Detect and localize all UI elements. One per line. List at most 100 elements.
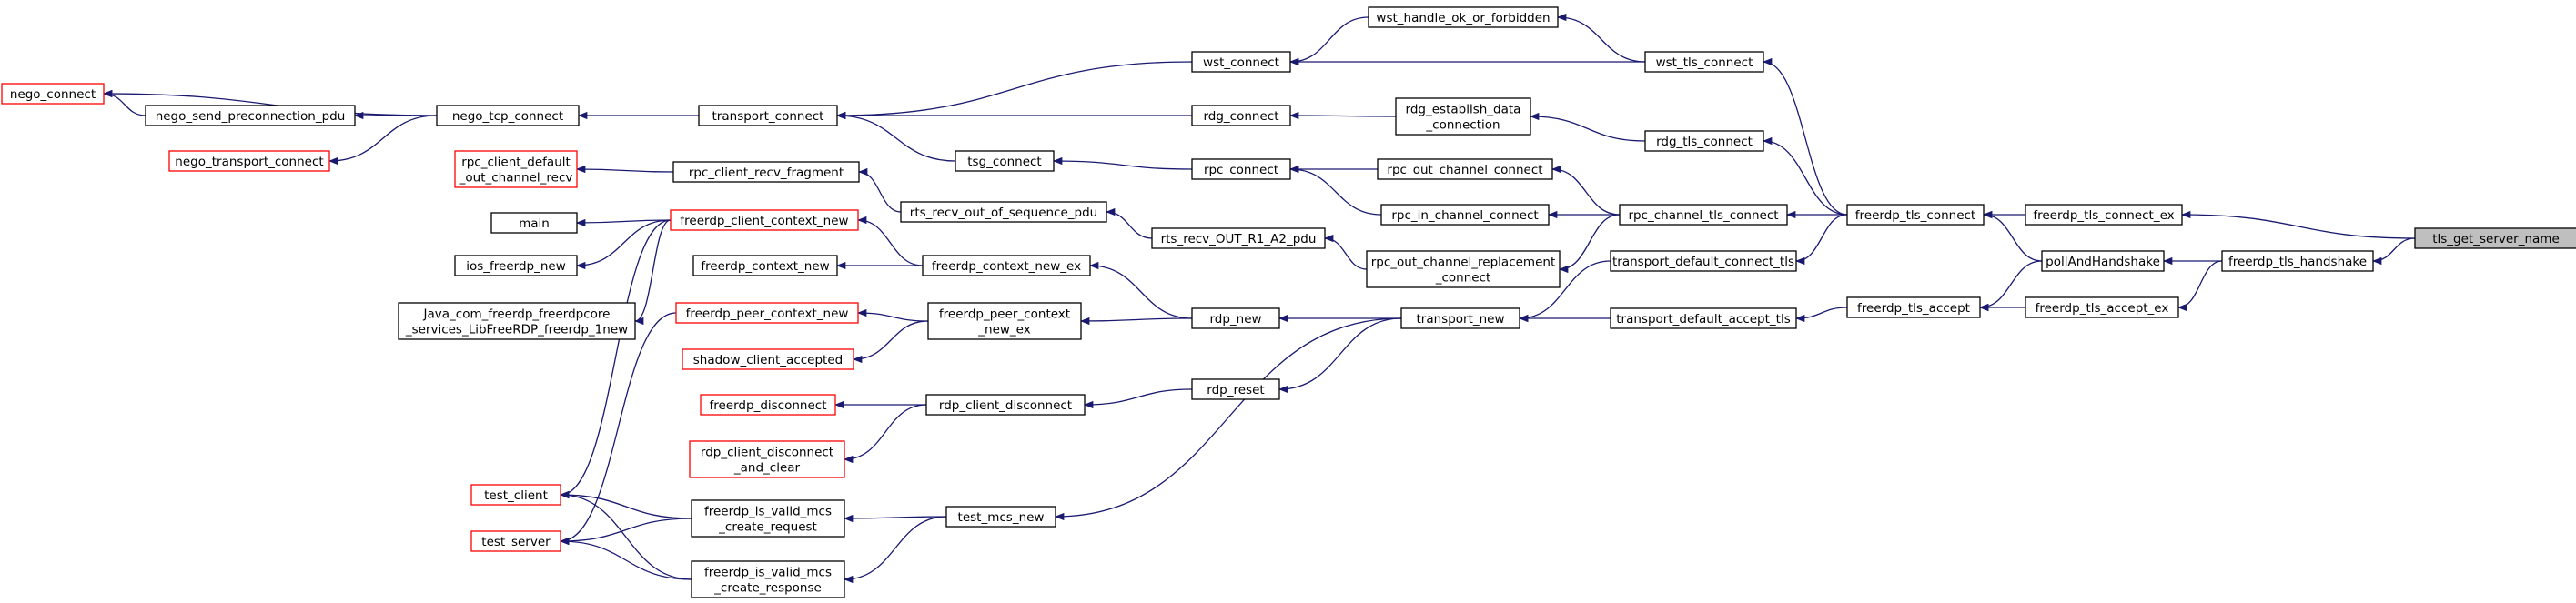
node-rdg-connect[interactable]: rdg_connect: [1191, 105, 1291, 126]
edge-test-mcs-new-to-transport-new: [1054, 317, 1402, 521]
node-freerdp-peer-context-new[interactable]: freerdp_peer_context_new: [675, 302, 859, 324]
node-transport-new[interactable]: transport_new: [1400, 307, 1520, 329]
node-wst-handle-ok-or-forbidden[interactable]: wst_handle_ok_or_forbidden: [1368, 6, 1559, 28]
node-test-mcs-new[interactable]: test_mcs_new: [945, 506, 1056, 528]
node-rpc-connect[interactable]: rpc_connect: [1191, 158, 1291, 180]
node-rpc-channel-tls-connect[interactable]: rpc_channel_tls_connect: [1619, 204, 1788, 226]
node-label: tsg_connect: [967, 155, 1041, 169]
edge-nego-connect-to-nego-send-preconnection-pdu: [102, 89, 146, 116]
node-box: [1191, 158, 1291, 180]
node-Java-freerdp-new[interactable]: Java_com_freerdp_freerdpcore_services_Li…: [398, 302, 636, 340]
node-freerdp-context-new[interactable]: freerdp_context_new: [692, 255, 838, 276]
node-nego-connect[interactable]: nego_connect: [1, 83, 105, 105]
node-label: rdp_new: [1209, 312, 1261, 327]
node-test-client[interactable]: test_client: [470, 484, 561, 506]
node-label: nego_tcp_connect: [452, 109, 563, 124]
node-nego-transport-connect[interactable]: nego_transport_connect: [168, 150, 330, 172]
edge-wst-tls-connect-to-freerdp-tls-connect: [1762, 57, 1848, 216]
node-rdg-establish-data-connection[interactable]: rdg_establish_data_connection: [1395, 97, 1531, 136]
node-freerdp-tls-accept[interactable]: freerdp_tls_accept: [1846, 296, 1981, 318]
node-label: ios_freerdp_new: [466, 259, 566, 274]
node-transport-connect[interactable]: transport_connect: [698, 105, 838, 126]
node-label: nego_transport_connect: [175, 155, 323, 169]
node-rdp-new[interactable]: rdp_new: [1191, 307, 1280, 329]
node-label: _create_response: [713, 581, 822, 596]
node-ios-freerdp-new[interactable]: ios_freerdp_new: [454, 255, 578, 276]
node-rdp-client-disconnect-and-clear[interactable]: rdp_client_disconnect_and_clear: [689, 440, 845, 478]
node-freerdp-is-valid-mcs-create-request[interactable]: freerdp_is_valid_mcs_create_request: [691, 499, 845, 538]
node-transport-default-connect-tls[interactable]: transport_default_connect_tls: [1610, 250, 1797, 272]
node-box: [2414, 227, 2576, 249]
node-freerdp-client-context-new[interactable]: freerdp_client_context_new: [670, 209, 859, 231]
node-pollAndHandshake[interactable]: pollAndHandshake: [2041, 250, 2165, 272]
node-label: freerdp_tls_accept: [1857, 301, 1970, 316]
node-wst-tls-connect[interactable]: wst_tls_connect: [1644, 51, 1764, 73]
node-label: rdp_reset: [1207, 383, 1264, 397]
node-rpc-in-channel-connect[interactable]: rpc_in_channel_connect: [1380, 204, 1550, 226]
node-freerdp-context-new-ex[interactable]: freerdp_context_new_ex: [922, 255, 1091, 276]
node-freerdp-tls-accept-ex[interactable]: freerdp_tls_accept_ex: [2025, 296, 2179, 318]
node-box: [1368, 6, 1559, 28]
edge-freerdp-is-valid-mcs-create-request-to-test-mcs-new: [843, 514, 947, 523]
node-nego-tcp-connect[interactable]: nego_tcp_connect: [436, 105, 580, 126]
edge-Java-freerdp-new-to-freerdp-client-context-new: [633, 219, 672, 326]
node-rpc-out-channel-replacement-connect[interactable]: rpc_out_channel_replacement_connect: [1366, 250, 1561, 288]
node-label: freerdp_tls_handshake: [2228, 255, 2367, 269]
node-rdp-reset[interactable]: rdp_reset: [1191, 378, 1280, 400]
node-box: [692, 255, 838, 276]
node-wst-connect[interactable]: wst_connect: [1191, 51, 1291, 73]
node-rdg-tls-connect[interactable]: rdg_tls_connect: [1644, 130, 1764, 152]
edge-rpc-out-channel-replacement-connect-to-rpc-channel-tls-connect: [1558, 214, 1621, 274]
node-box: [436, 105, 580, 126]
node-box: [1191, 51, 1291, 73]
node-box: [700, 394, 836, 416]
node-box: [691, 499, 845, 538]
node-box: [670, 209, 859, 231]
node-rpc-client-default-out-channel-recv[interactable]: rpc_client_default_out_channel_recv: [454, 150, 578, 188]
edge-test-client-to-freerdp-is-valid-mcs-create-request: [559, 490, 692, 519]
node-rpc-client-recv-fragment[interactable]: rpc_client_recv_fragment: [672, 161, 860, 183]
edge-rpc-out-channel-connect-to-rpc-channel-tls-connect: [1551, 165, 1621, 216]
node-freerdp-peer-context-new-ex[interactable]: freerdp_peer_context_new_ex: [927, 302, 1082, 340]
node-transport-default-accept-tls[interactable]: transport_default_accept_tls: [1610, 307, 1797, 329]
node-label: transport_default_accept_tls: [1616, 312, 1791, 327]
node-label: rdp_client_disconnect: [939, 398, 1072, 413]
edge-test-server-to-freerdp-peer-context-new: [559, 312, 677, 546]
edge-test-server-to-freerdp-is-valid-mcs-create-response: [559, 537, 692, 580]
node-box: [945, 506, 1056, 528]
node-freerdp-tls-handshake[interactable]: freerdp_tls_handshake: [2221, 250, 2374, 272]
node-label: _and_clear: [733, 461, 801, 476]
node-shadow-client-accepted[interactable]: shadow_client_accepted: [682, 348, 854, 370]
node-label: rpc_connect: [1204, 163, 1278, 177]
edge-test-client-to-freerdp-is-valid-mcs-create-response: [559, 490, 692, 580]
edge-test-client-to-freerdp-client-context-new: [559, 219, 672, 499]
node-freerdp-tls-connect-ex[interactable]: freerdp_tls_connect_ex: [2025, 204, 2183, 226]
edge-freerdp-tls-connect-ex-to-tls-get-server-name: [2180, 210, 2416, 239]
edge-rts-recv-OUT-R1-A2-pdu-to-rpc-out-channel-replacement-connect: [1323, 234, 1368, 270]
node-label: wst_tls_connect: [1656, 55, 1753, 70]
node-main[interactable]: main: [490, 212, 578, 234]
node-box: [454, 150, 578, 188]
node-freerdp-is-valid-mcs-create-response[interactable]: freerdp_is_valid_mcs_create_response: [691, 560, 845, 598]
node-rdp-client-disconnect[interactable]: rdp_client_disconnect: [925, 394, 1086, 416]
node-freerdp-disconnect[interactable]: freerdp_disconnect: [700, 394, 836, 416]
node-label: rpc_out_channel_replacement: [1371, 256, 1556, 270]
edge-transport-default-accept-tls-to-freerdp-tls-accept: [1794, 307, 1848, 323]
node-freerdp-tls-connect[interactable]: freerdp_tls_connect: [1846, 204, 1985, 226]
node-box: [682, 348, 854, 370]
node-tls-get-server-name[interactable]: tls_get_server_name: [2414, 227, 2576, 249]
edges-layer: [102, 13, 2416, 584]
node-box: [675, 302, 859, 324]
node-label: _connection: [1425, 118, 1500, 133]
node-box: [691, 560, 845, 598]
node-test-server[interactable]: test_server: [470, 530, 561, 552]
node-rts-recv-out-of-sequence-pdu[interactable]: rts_recv_out_of_sequence_pdu: [900, 201, 1107, 223]
node-rts-recv-OUT-R1-A2-pdu[interactable]: rts_recv_OUT_R1_A2_pdu: [1151, 227, 1326, 249]
node-label: rpc_client_recv_fragment: [689, 166, 844, 180]
edge-ios-freerdp-new-to-freerdp-client-context-new: [575, 219, 672, 270]
node-rpc-out-channel-connect[interactable]: rpc_out_channel_connect: [1377, 158, 1553, 180]
node-tsg-connect[interactable]: tsg_connect: [955, 150, 1055, 172]
node-box: [2221, 250, 2374, 272]
node-box: [1610, 307, 1797, 329]
node-nego-send-preconnection-pdu[interactable]: nego_send_preconnection_pdu: [145, 105, 356, 126]
